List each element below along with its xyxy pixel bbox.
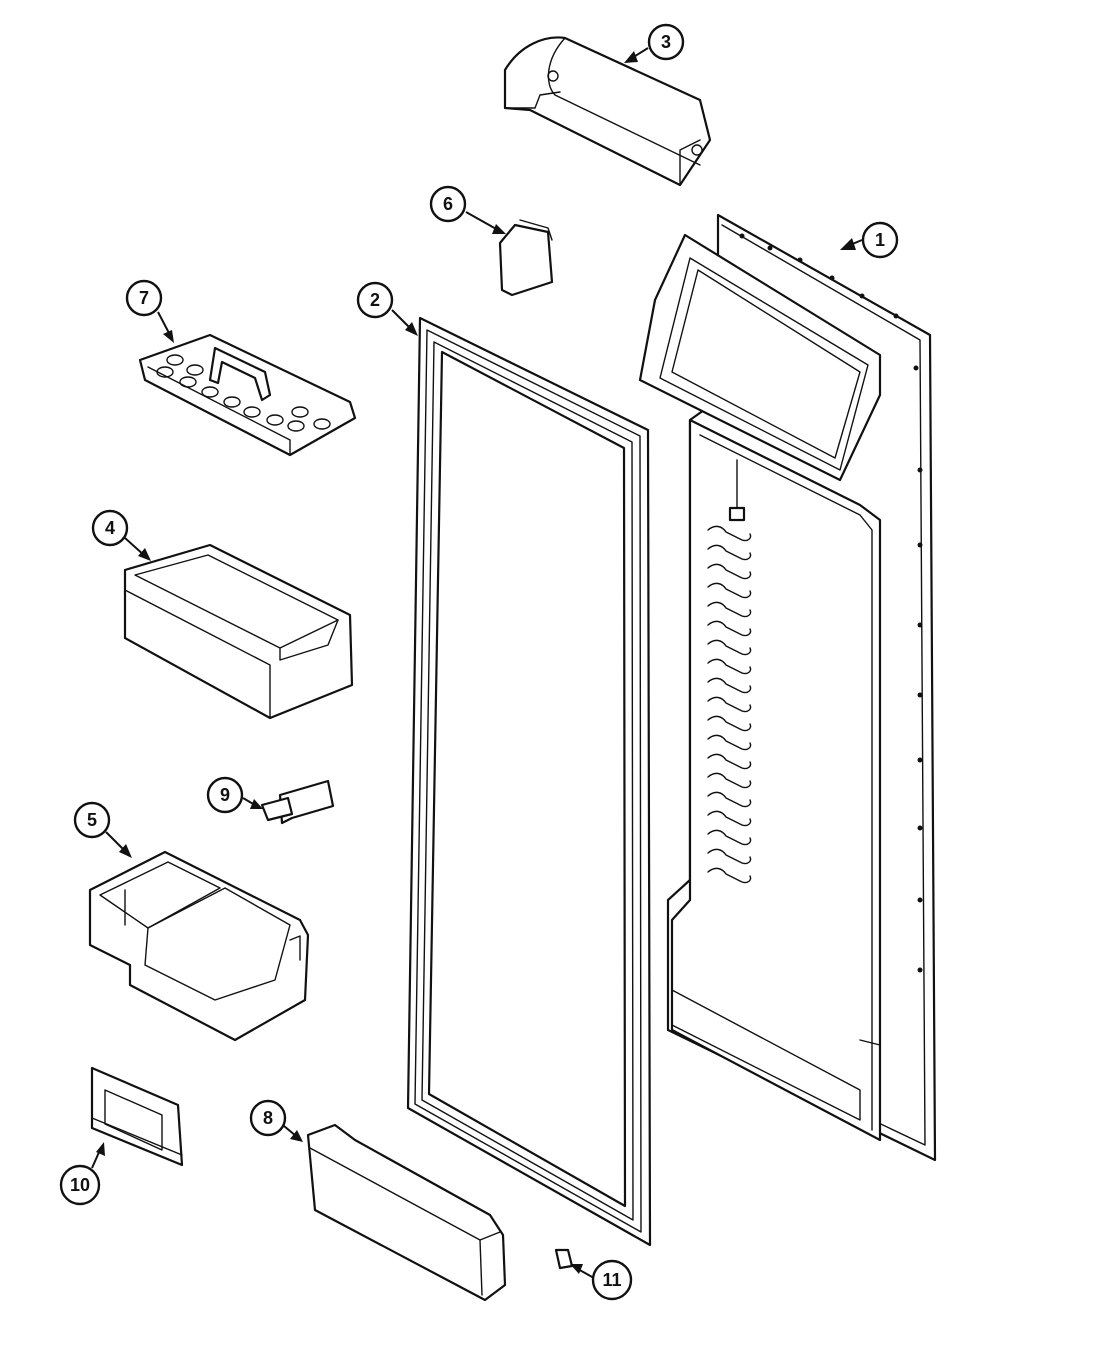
rail-rib	[707, 829, 752, 846]
rail-rib	[707, 715, 752, 732]
callout-2: 2	[356, 281, 418, 336]
callout-8-label: 8	[263, 1108, 273, 1128]
callout-1: 1	[840, 221, 899, 259]
egg-cup	[266, 414, 284, 426]
egg-cup	[201, 386, 219, 398]
part-4-door-bin	[123, 543, 354, 720]
egg-cup	[186, 364, 204, 376]
rail-rib	[707, 658, 752, 675]
callout-6-label: 6	[443, 194, 453, 214]
egg-cup	[243, 406, 261, 418]
rail-rib	[707, 582, 752, 599]
callout-7: 7	[125, 279, 174, 343]
rail-rib	[707, 544, 752, 561]
egg-cup	[291, 406, 309, 418]
rail-rib	[707, 791, 752, 808]
callout-11-label: 11	[602, 1270, 621, 1290]
rail-rib	[707, 696, 752, 713]
callout-6: 6	[429, 185, 506, 234]
rail-rib	[707, 772, 752, 789]
callout-5-label: 5	[87, 810, 97, 830]
rail-rib	[707, 620, 752, 637]
egg-cup	[156, 366, 174, 378]
callout-3-label: 3	[661, 32, 671, 52]
part-1-door-liner	[638, 213, 937, 1162]
shelf-rail-ribs	[707, 525, 752, 884]
part-5-divided-bin	[88, 850, 310, 1042]
rail-rib	[707, 848, 752, 865]
rail-rib	[707, 639, 752, 656]
callout-10-label: 10	[70, 1175, 90, 1195]
callout-2-label: 2	[370, 290, 380, 310]
part-6-clip	[498, 219, 554, 297]
callout-7-label: 7	[139, 288, 149, 308]
rail-rib	[707, 867, 752, 884]
egg-cup	[223, 396, 241, 408]
part-8-bottom-bin	[306, 1123, 507, 1302]
rail-rib	[707, 810, 752, 827]
part-3-dairy-cover	[503, 36, 712, 187]
rail-rib	[707, 601, 752, 618]
rail-rib	[707, 677, 752, 694]
callout-3: 3	[624, 23, 685, 63]
part-11-bulb	[554, 1248, 574, 1270]
egg-cup	[287, 420, 305, 432]
egg-cup	[179, 376, 197, 388]
egg-cup	[313, 418, 331, 430]
part-2-gasket	[406, 316, 652, 1247]
egg-cups	[156, 354, 331, 432]
rail-rib	[707, 734, 752, 751]
part-10-cover	[90, 1066, 184, 1167]
callout-10: 10	[59, 1142, 105, 1206]
rail-rib	[707, 753, 752, 770]
rail-rib	[707, 525, 752, 542]
callout-9-label: 9	[220, 785, 230, 805]
callout-1-label: 1	[875, 230, 885, 250]
mounting-holes	[739, 233, 923, 973]
callout-11: 11	[570, 1259, 633, 1301]
callout-4: 4	[91, 509, 151, 561]
callout-9: 9	[206, 776, 263, 814]
callout-4-label: 4	[105, 518, 115, 538]
part-9-retainer	[260, 779, 335, 825]
rail-rib	[707, 563, 752, 580]
egg-cup	[166, 354, 184, 366]
callout-8: 8	[249, 1099, 303, 1142]
callout-5: 5	[73, 801, 132, 858]
part-7-egg-tray	[138, 333, 357, 457]
